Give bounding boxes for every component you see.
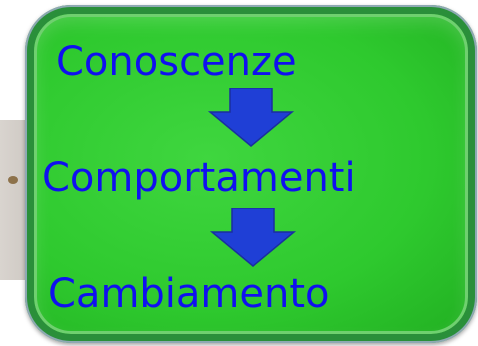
step-comportamenti: Comportamenti [42,155,356,201]
arrow-down-icon [209,208,297,267]
step-cambiamento: Cambiamento [48,271,330,317]
green-panel [25,5,477,343]
photo-detail [8,176,18,184]
step-conoscenze: Conoscenze [56,39,297,85]
arrow-down-icon [207,88,295,147]
